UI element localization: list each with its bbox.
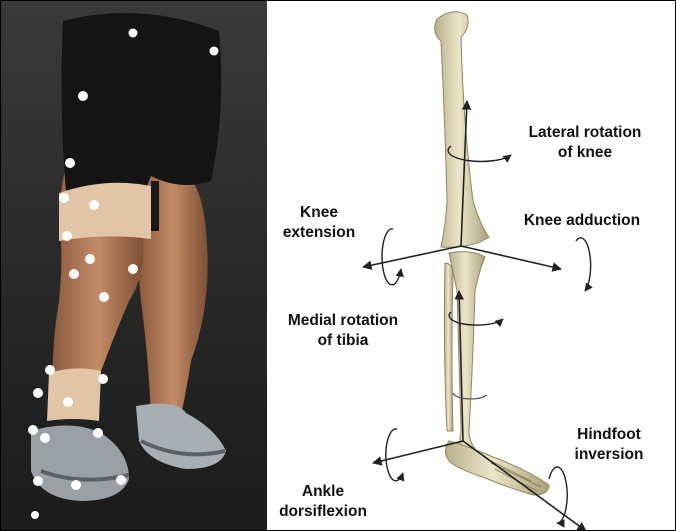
reflective-marker-icon: [210, 47, 219, 56]
reflective-marker-icon: [99, 292, 109, 302]
label-line: of knee: [513, 143, 657, 163]
reflective-marker-icon: [129, 29, 138, 38]
reflective-marker-icon: [71, 480, 81, 490]
label-line: of tibia: [273, 331, 413, 351]
label-line: Ankle: [267, 482, 379, 502]
reflective-marker-icon: [69, 269, 79, 279]
label-line: Hindfoot: [561, 425, 657, 445]
foot: [445, 441, 549, 495]
rotation-arrow-icon: [382, 229, 401, 285]
label-line: Medial rotation: [273, 311, 413, 331]
reflective-marker-icon: [93, 428, 103, 438]
reflective-marker-icon: [45, 365, 55, 375]
tibia: [449, 252, 485, 453]
rotation-arrow-icon: [386, 429, 403, 481]
knee-strap-clip: [151, 181, 159, 231]
reflective-marker-icon: [28, 425, 38, 435]
knee-strap: [59, 183, 151, 241]
label-hindfoot-inversion: Hindfoot inversion: [561, 425, 657, 465]
label-line: Knee: [277, 203, 361, 223]
label-knee-extension: Knee extension: [277, 203, 361, 243]
label-medial-rotation-of-tibia: Medial rotation of tibia: [273, 311, 413, 351]
reflective-marker-icon: [89, 200, 99, 210]
reflective-marker-icon: [116, 475, 126, 485]
reflective-marker-icon: [62, 231, 72, 241]
reflective-marker-icon: [78, 91, 88, 101]
fibula: [444, 263, 453, 431]
reflective-marker-icon: [33, 476, 43, 486]
marker-leg-photo: [1, 1, 267, 531]
reflective-marker-icon: [98, 374, 108, 384]
label-lateral-rotation-of-knee: Lateral rotation of knee: [513, 123, 657, 163]
reflective-marker-icon: [63, 397, 73, 407]
reflective-marker-icon: [85, 254, 95, 264]
label-line: dorsiflexion: [267, 502, 379, 522]
reflective-marker-icon: [40, 433, 50, 443]
shorts: [62, 13, 222, 206]
label-ankle-dorsiflexion: Ankle dorsiflexion: [267, 482, 379, 522]
ankle-strap: [47, 368, 101, 421]
label-line: Lateral rotation: [513, 123, 657, 143]
rotation-arrow-icon: [576, 238, 591, 291]
label-line: Knee adduction: [509, 211, 655, 231]
reflective-marker-icon: [59, 193, 69, 203]
reflective-marker-icon: [65, 158, 75, 168]
label-line: extension: [277, 223, 361, 243]
label-knee-adduction: Knee adduction: [509, 211, 655, 231]
reflective-marker-icon: [128, 264, 138, 274]
reflective-marker-icon: [31, 511, 39, 519]
label-line: inversion: [561, 445, 657, 465]
reflective-marker-icon: [33, 388, 43, 398]
rotation-arrow-icon: [549, 467, 567, 523]
